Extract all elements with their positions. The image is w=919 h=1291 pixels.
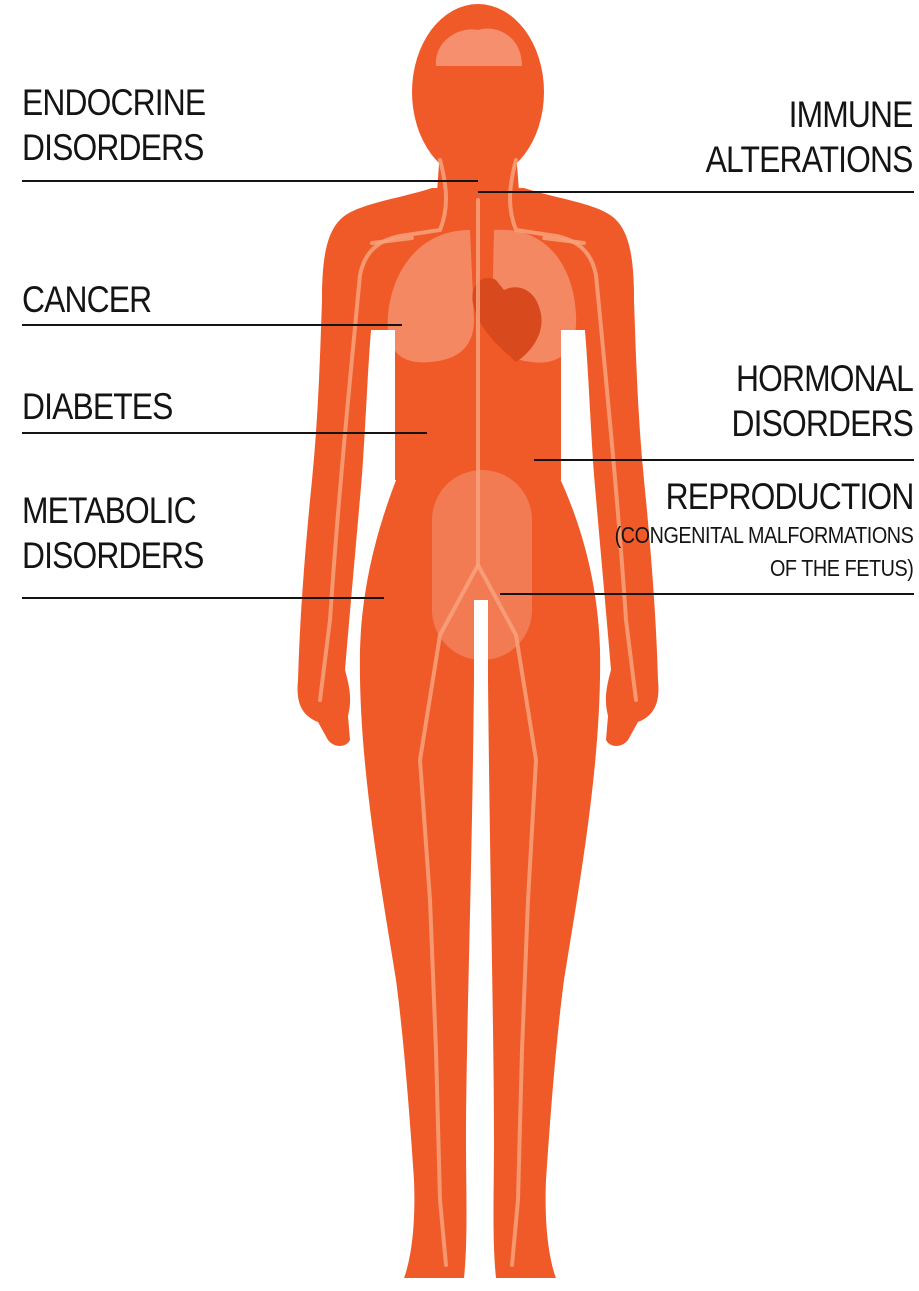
abdomen-overlay <box>432 470 532 660</box>
leader-line-immune <box>478 191 914 193</box>
label-hormonal-line2: DISORDERS <box>732 401 913 446</box>
label-immune-alterations: IMMUNE ALTERATIONS <box>706 92 913 182</box>
label-diabetes-line1: DIABETES <box>22 384 173 429</box>
label-metabolic-disorders: METABOLIC DISORDERS <box>22 488 203 578</box>
label-metabolic-line1: METABOLIC <box>22 488 203 533</box>
leader-line-cancer <box>22 324 402 326</box>
leader-line-endocrine <box>22 180 478 182</box>
label-immune-line2: ALTERATIONS <box>706 137 913 182</box>
label-hormonal-line1: HORMONAL <box>732 356 913 401</box>
label-diabetes: DIABETES <box>22 384 173 429</box>
label-reproduction-sub1: (CONGENITAL MALFORMATIONS <box>614 519 913 552</box>
label-endocrine-line2: DISORDERS <box>22 125 205 170</box>
label-cancer-line1: CANCER <box>22 277 151 322</box>
label-reproduction: REPRODUCTION (CONGENITAL MALFORMATIONS O… <box>614 474 913 586</box>
label-reproduction-line1: REPRODUCTION <box>614 474 913 519</box>
label-endocrine-line1: ENDOCRINE <box>22 80 205 125</box>
label-hormonal-disorders: HORMONAL DISORDERS <box>732 356 913 446</box>
label-immune-line1: IMMUNE <box>706 92 913 137</box>
leader-line-hormonal <box>534 459 914 461</box>
leader-line-metabolic <box>22 597 384 599</box>
label-reproduction-sub2: OF THE FETUS) <box>614 552 913 585</box>
label-endocrine-disorders: ENDOCRINE DISORDERS <box>22 80 205 170</box>
label-cancer: CANCER <box>22 277 151 322</box>
label-metabolic-line2: DISORDERS <box>22 533 203 578</box>
leader-line-diabetes <box>22 432 427 434</box>
leader-line-reproduction <box>500 593 914 595</box>
